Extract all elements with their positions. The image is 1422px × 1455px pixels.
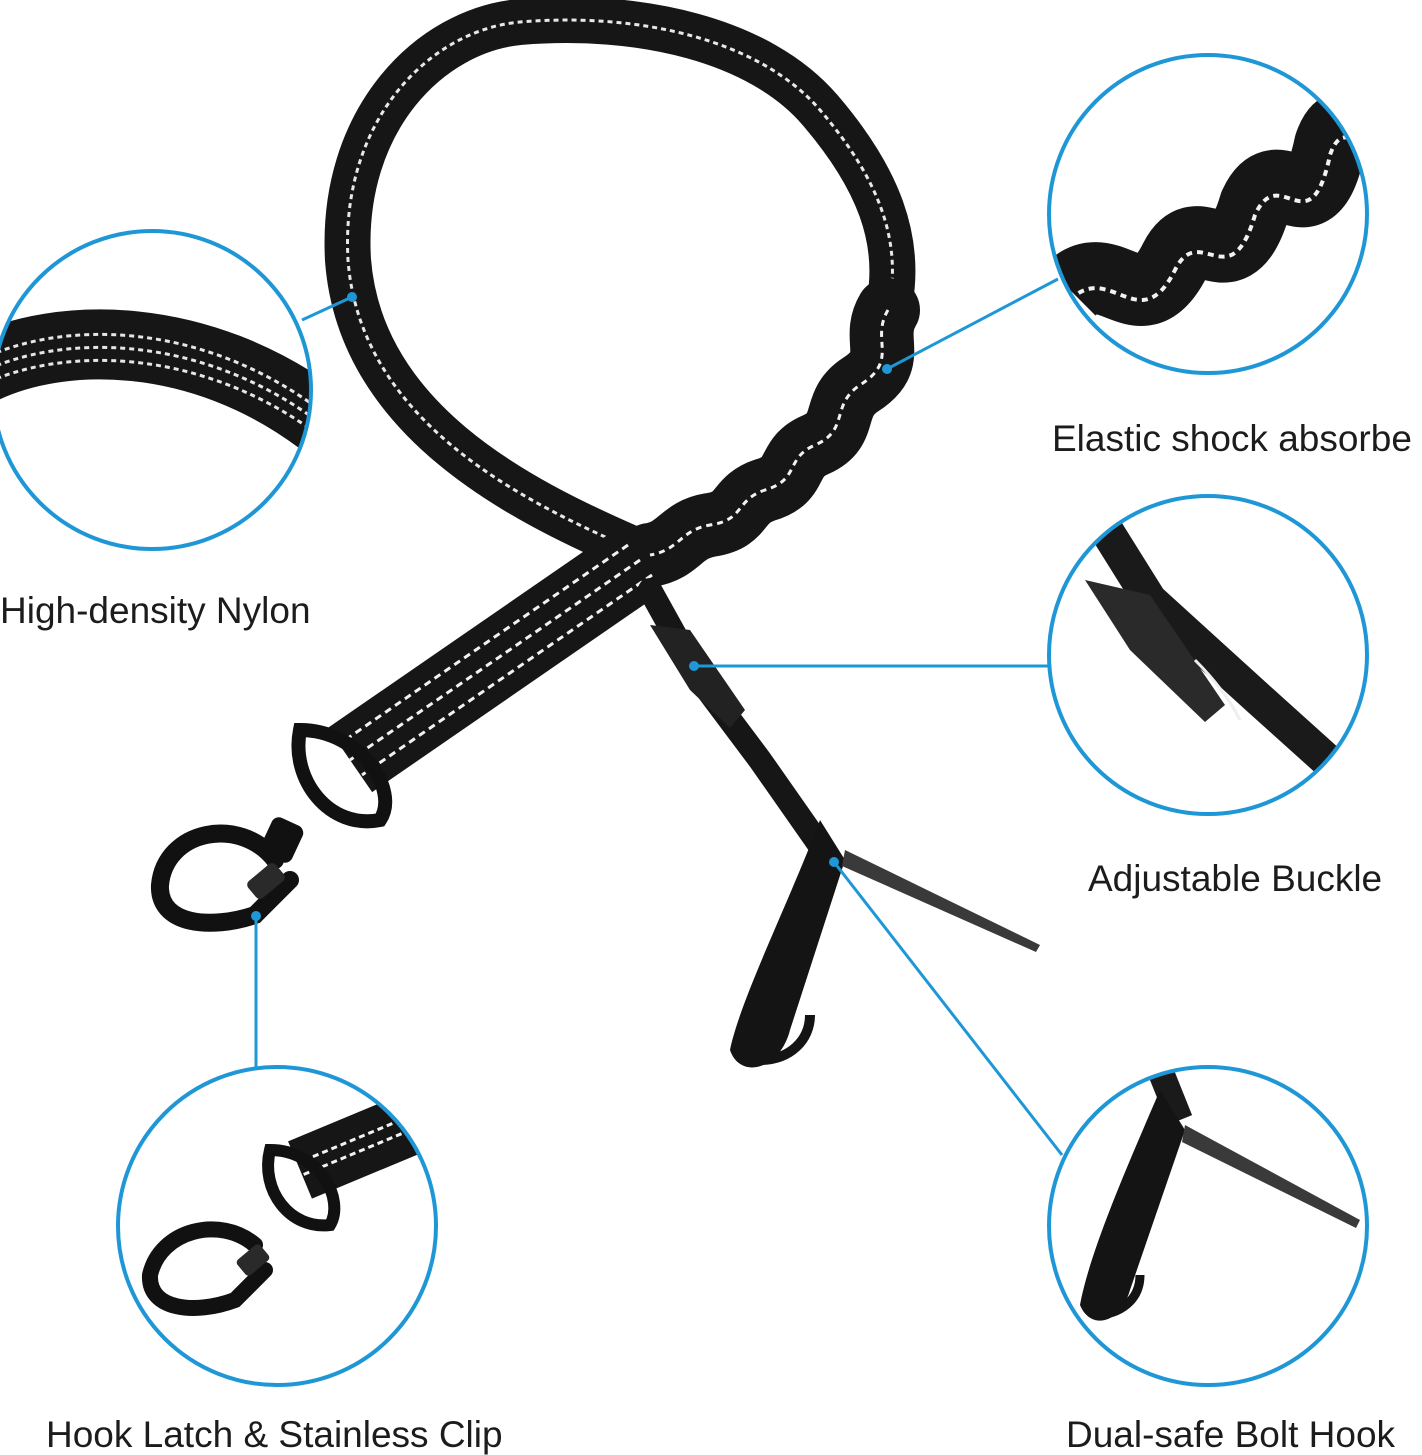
zoom-circle-buckle (1047, 494, 1369, 816)
elastic-bungee-icon (1049, 91, 1367, 326)
d-ring (291, 722, 393, 829)
adjustable-buckle (650, 625, 745, 728)
elastic-reflective-stitch (649, 309, 890, 557)
callout-dot-hook (251, 911, 261, 921)
leash-product (151, 0, 1040, 1068)
main-strap-stitch-3 (361, 573, 653, 777)
zoom-circle-elastic (1047, 53, 1369, 375)
feature-label-buckle: Adjustable Buckle (1088, 858, 1383, 899)
callout-lines (254, 277, 1064, 1156)
bolt-hook-tongue (759, 1014, 815, 1065)
handle-reflective-stitch (346, 18, 894, 550)
callout-line-bolt (832, 861, 1064, 1156)
callout-dot-bolt (829, 857, 839, 867)
callout-line-nylon (301, 295, 353, 322)
callout-dot-elastic (882, 364, 892, 374)
feature-label-nylon: High-density Nylon (0, 590, 311, 631)
seatbelt-bolt-hook-icon (1080, 1067, 1360, 1321)
main-strap-stitch-1 (337, 543, 629, 747)
zoom-circle-hook (116, 1065, 438, 1387)
feature-label-hook: Hook Latch & Stainless Clip (46, 1414, 503, 1455)
callout-line-elastic (886, 277, 1059, 371)
callout-dot-buckle (689, 661, 699, 671)
nylon-strap-icon (0, 309, 311, 449)
feature-label-elastic: Elastic shock absorbe (1052, 418, 1412, 459)
bolt-hook-latch-plate (842, 850, 1040, 952)
feature-label-bolt: Dual-safe Bolt Hook (1066, 1414, 1396, 1455)
callout-dot-nylon (347, 292, 357, 302)
zoom-circle-bolt (1047, 1065, 1369, 1387)
callout-dots (251, 292, 892, 921)
swivel-clip-icon (142, 1091, 432, 1316)
elastic-bungee-segment (618, 278, 920, 587)
clip-lock-sleeve (247, 863, 285, 899)
zoom-circle-nylon (0, 229, 313, 551)
main-strap-stitch-2 (349, 558, 641, 762)
swivel-clip (151, 824, 299, 932)
bolt-hook-body (730, 820, 845, 1068)
buckle-icon (1083, 503, 1367, 807)
